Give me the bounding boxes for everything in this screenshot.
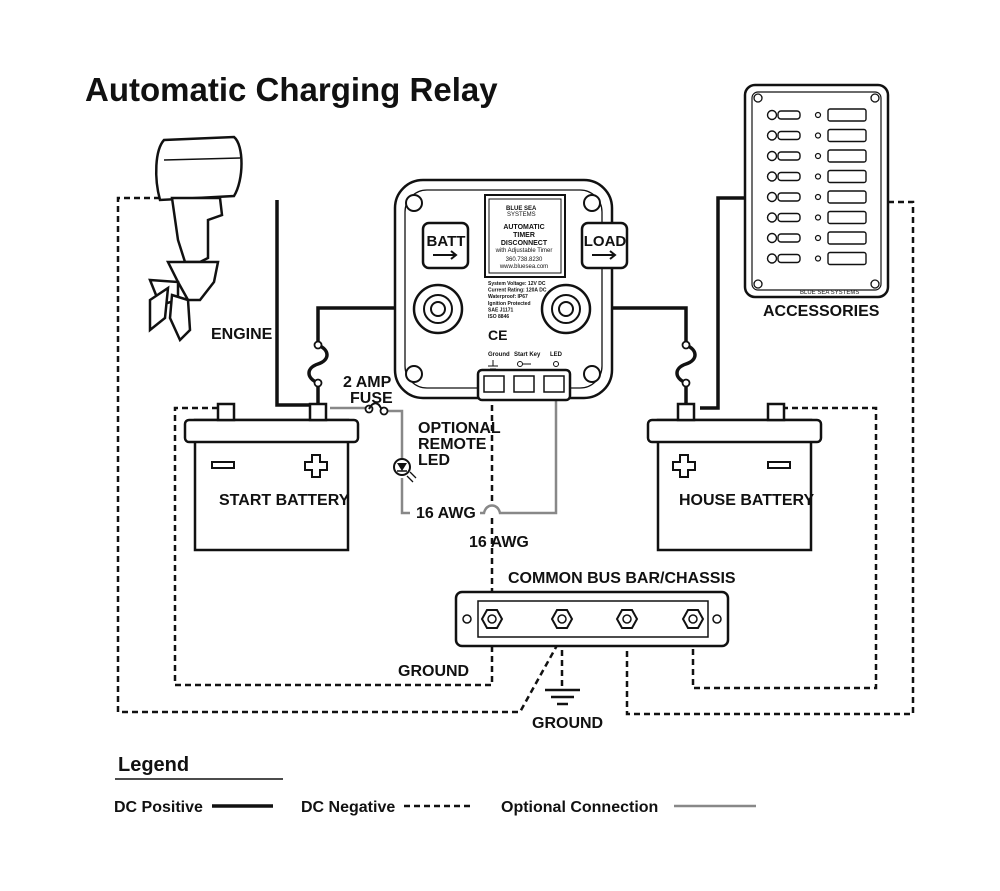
name-line3: DISCONNECT	[501, 240, 548, 247]
device-spec-line: ISO 8846	[488, 314, 509, 320]
device-spec-line: SAE J1171	[488, 307, 514, 313]
legend-dc-negative: DC Negative	[301, 799, 395, 816]
diagram-title: Automatic Charging Relay	[85, 71, 498, 108]
ground-label-left: GROUND	[398, 663, 469, 680]
accessories-panel: BLUE SEA SYSTEMS	[743, 83, 890, 299]
device-web: www.bluesea.com	[499, 264, 548, 270]
breaker-switch-row	[766, 169, 867, 184]
breaker-switch-row	[766, 251, 867, 266]
ground-terminal-icon	[488, 360, 498, 370]
start-battery	[183, 402, 360, 552]
awg-label-2: 16 AWG	[469, 534, 529, 551]
house-battery-negative-wire	[691, 406, 878, 690]
legend-dc-positive: DC Positive	[114, 799, 203, 816]
awg-label-1: 16 AWG	[416, 505, 476, 522]
device-spec-line: Waterproof: IP67	[488, 294, 528, 300]
bus-bar-stud	[615, 609, 639, 629]
house-battery-label: HOUSE BATTERY	[679, 492, 814, 509]
brand-line2: SYSTEMS	[507, 212, 536, 218]
accessories-negative-wire	[625, 200, 915, 716]
device-spec-line: Ignition Protected	[488, 301, 531, 307]
breaker-switch-row	[766, 149, 867, 163]
led-terminal-icon	[553, 361, 559, 367]
breaker-switch-row	[766, 210, 867, 225]
engine-label: ENGINE	[211, 326, 273, 343]
device-phone: 360.738.8230	[506, 257, 543, 263]
breaker-switch-row	[766, 128, 867, 143]
remote-led-wire	[385, 395, 558, 515]
fuse-house-side	[675, 343, 697, 385]
engine-negative-wire	[116, 196, 562, 714]
legend: Legend DC Positive DC Negative Optional …	[114, 754, 756, 816]
breaker-switch-row	[766, 108, 867, 122]
term-start-label: Start Key	[514, 352, 541, 358]
device-spec-line: System Voltage: 12V DC	[488, 281, 546, 287]
brand-line1: BLUE SEA	[506, 206, 537, 212]
ground-symbol-icon	[545, 688, 580, 706]
bus-bar-label: COMMON BUS BAR/CHASSIS	[508, 570, 736, 587]
device-spec-line: Current Rating: 120A DC	[488, 288, 547, 294]
led-icon	[393, 458, 417, 483]
led-label-line2: REMOTE	[418, 436, 487, 453]
ce-mark: CE	[488, 327, 507, 343]
plus-icon	[672, 454, 696, 478]
outboard-engine-icon	[148, 135, 243, 343]
name-line1: AUTOMATIC	[503, 224, 544, 231]
engine-positive-wire	[275, 200, 310, 407]
accessories-label: ACCESSORIES	[763, 303, 880, 320]
breaker-switch-row	[766, 231, 867, 245]
term-led-label: LED	[550, 352, 563, 358]
relay-device	[393, 178, 629, 402]
plus-icon	[304, 454, 328, 478]
start-battery-label: START BATTERY	[219, 492, 350, 509]
legend-optional: Optional Connection	[501, 799, 658, 816]
panel-brand: BLUE SEA SYSTEMS	[800, 290, 859, 296]
fuse-label-line2: FUSE	[350, 390, 393, 407]
led-label-line1: OPTIONAL	[418, 420, 501, 437]
bus-bar-stud	[550, 609, 574, 629]
house-battery	[646, 402, 823, 552]
batt-label: BATT	[427, 233, 466, 250]
breaker-switch-row	[766, 190, 867, 204]
minus-icon	[767, 461, 791, 469]
term-ground-label: Ground	[488, 352, 510, 358]
minus-icon	[211, 461, 235, 469]
bus-bar	[454, 590, 730, 648]
name-line2: TIMER	[513, 232, 535, 239]
fuse-start-side	[307, 343, 329, 385]
legend-title: Legend	[118, 754, 189, 776]
ground-label-bottom: GROUND	[532, 715, 603, 732]
load-label: LOAD	[584, 233, 627, 250]
name-sub: with Adjustable Timer	[495, 248, 553, 254]
led-label-line3: LED	[418, 452, 450, 469]
house-to-accessories-wire	[700, 196, 745, 410]
bus-bar-stud	[480, 609, 504, 629]
bus-bar-stud	[681, 609, 705, 629]
fuse-label-line1: 2 AMP	[343, 374, 392, 391]
start-battery-negative-wire	[173, 406, 494, 687]
